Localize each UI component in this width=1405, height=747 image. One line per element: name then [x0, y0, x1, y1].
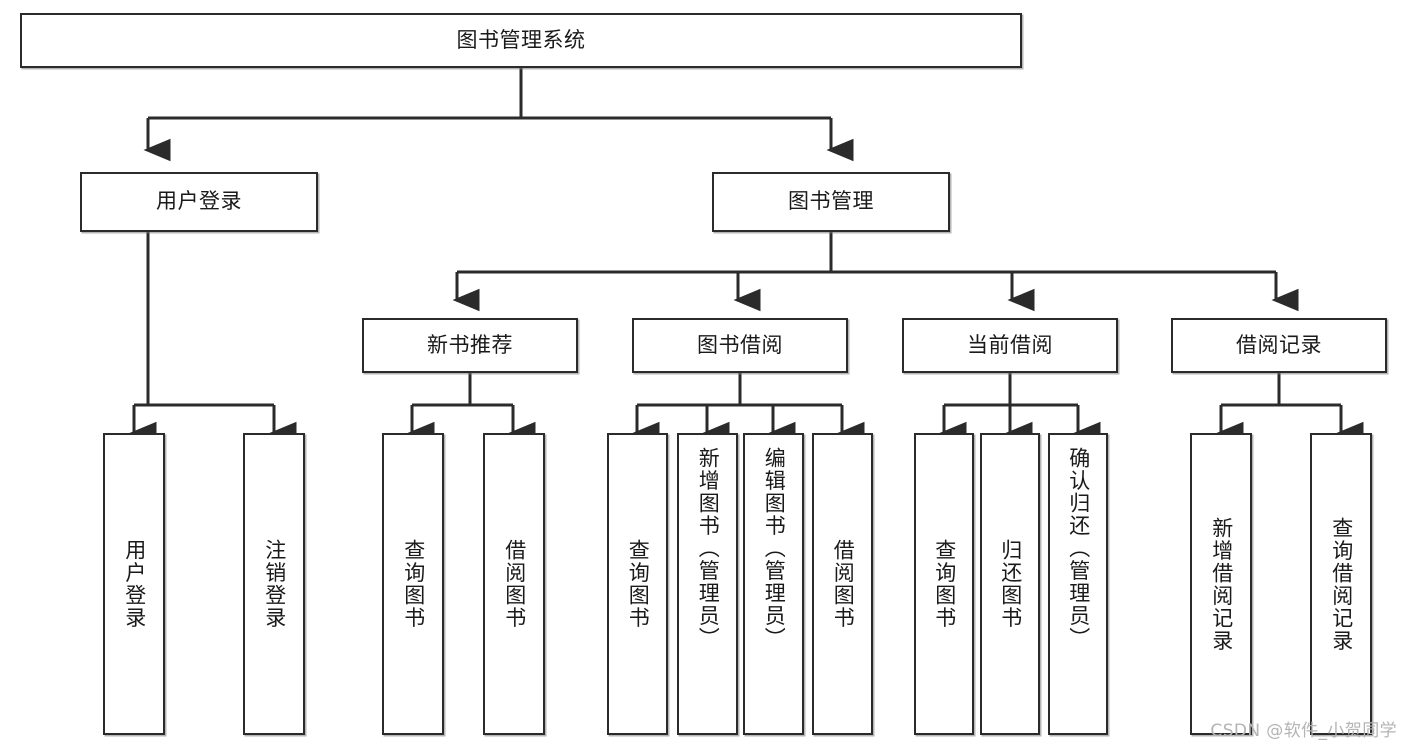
node-label: 用户登录 — [156, 189, 242, 214]
node-new-book-recommend[interactable]: 新书推荐 — [362, 318, 578, 373]
node-label: 当前借阅 — [967, 332, 1053, 357]
node-label: 用户登录 — [122, 539, 147, 629]
leaf-user-logout[interactable]: 注销登录 — [243, 433, 305, 735]
node-label: 新书推荐 — [427, 332, 513, 357]
node-current-borrow[interactable]: 当前借阅 — [902, 318, 1118, 373]
leaf-borrow-borrow-book[interactable]: 借阅图书 — [812, 433, 873, 735]
leaf-current-confirm-return-admin[interactable]: 确认归还（管理员） — [1048, 433, 1108, 735]
node-label: 新增图书（管理员） — [696, 447, 721, 650]
leaf-borrow-query-book[interactable]: 查询图书 — [607, 433, 668, 735]
node-user-login[interactable]: 用户登录 — [80, 172, 318, 232]
leaf-borrow-edit-book-admin[interactable]: 编辑图书（管理员） — [743, 433, 804, 735]
node-label: 图书管理系统 — [456, 27, 586, 52]
node-label: 借阅图书 — [831, 539, 856, 629]
node-label: 查询图书 — [401, 539, 426, 629]
leaf-recommend-query-book[interactable]: 查询图书 — [382, 433, 444, 735]
node-label: 归还图书 — [998, 539, 1023, 629]
node-book-management[interactable]: 图书管理 — [712, 172, 950, 232]
node-label: 确认归还（管理员） — [1066, 447, 1091, 650]
node-book-borrow[interactable]: 图书借阅 — [632, 318, 848, 373]
node-label: 图书借阅 — [697, 332, 783, 357]
node-label: 查询借阅记录 — [1329, 516, 1354, 652]
leaf-recommend-borrow-book[interactable]: 借阅图书 — [483, 433, 545, 735]
node-label: 查询图书 — [932, 539, 957, 629]
node-label: 图书管理 — [788, 189, 874, 214]
leaf-current-query-book[interactable]: 查询图书 — [914, 433, 974, 735]
leaf-user-login[interactable]: 用户登录 — [103, 433, 165, 735]
leaf-borrow-add-book-admin[interactable]: 新增图书（管理员） — [677, 433, 738, 735]
node-label: 注销登录 — [262, 539, 287, 629]
node-label: 借阅记录 — [1236, 332, 1322, 357]
node-label: 查询图书 — [626, 539, 651, 629]
watermark-text: CSDN @软件_小贺同学 — [1210, 721, 1397, 741]
node-label: 编辑图书（管理员） — [762, 447, 787, 650]
leaf-current-return-book[interactable]: 归还图书 — [980, 433, 1040, 735]
leaf-record-add-record[interactable]: 新增借阅记录 — [1190, 433, 1252, 735]
node-label: 新增借阅记录 — [1209, 516, 1234, 652]
node-label: 借阅图书 — [502, 539, 527, 629]
node-root-system[interactable]: 图书管理系统 — [20, 13, 1022, 68]
node-borrow-record[interactable]: 借阅记录 — [1171, 318, 1387, 373]
leaf-record-query-record[interactable]: 查询借阅记录 — [1310, 433, 1372, 735]
